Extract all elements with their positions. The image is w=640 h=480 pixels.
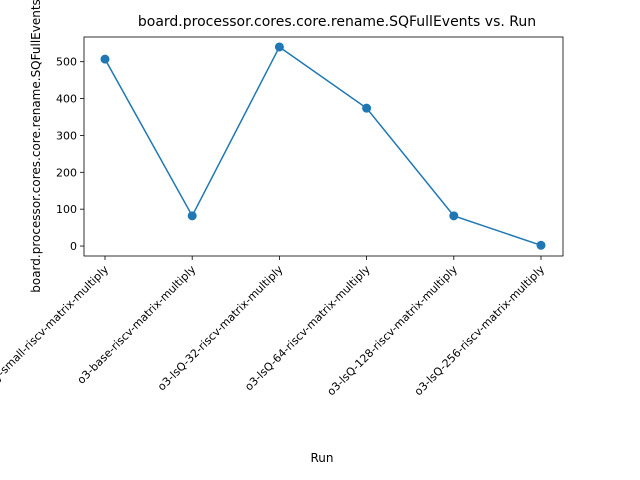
x-tick-label: o3-very-small-riscv-matrix-multiply	[0, 263, 111, 409]
chart-title: board.processor.cores.core.rename.SQFull…	[138, 14, 536, 30]
data-point	[536, 240, 546, 250]
data-point	[187, 211, 197, 221]
x-axis-label: Run	[310, 451, 333, 465]
y-axis-ticks: 0 100 200 300 400 500	[56, 56, 84, 253]
data-point	[449, 211, 459, 221]
y-tick-label: 100	[56, 203, 77, 216]
data-point	[100, 54, 110, 64]
y-tick-label: 500	[56, 56, 77, 69]
y-axis-label: board.processor.cores.core.rename.SQFull…	[29, 0, 43, 293]
plot-frame	[83, 36, 564, 257]
series-line	[104, 45, 542, 247]
y-tick-label: 0	[70, 240, 77, 253]
x-axis-ticks: o3-very-small-riscv-matrix-multiplyo3-ba…	[0, 256, 547, 408]
data-point	[274, 42, 284, 52]
series-layer	[100, 42, 546, 250]
y-tick-label: 200	[56, 166, 77, 179]
y-tick-label: 300	[56, 129, 77, 142]
y-tick-label: 400	[56, 93, 77, 106]
data-point	[362, 103, 372, 113]
